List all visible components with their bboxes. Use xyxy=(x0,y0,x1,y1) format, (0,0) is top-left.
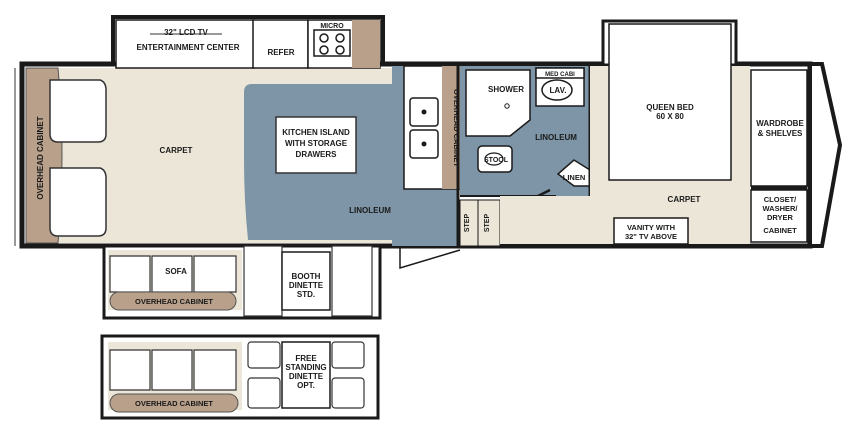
carpet-bedroom-label: CARPET xyxy=(668,195,701,204)
step-label-1: STEP xyxy=(464,214,471,233)
booth-dinette-line-2: DINETTE xyxy=(289,281,324,290)
linoleum-kitchen-label: LINOLEUM xyxy=(349,206,391,215)
carpet-living-label: CARPET xyxy=(160,146,193,155)
free-dinette-line-3: DINETTE xyxy=(289,372,324,381)
alternate-slide xyxy=(100,334,380,420)
shower-label: SHOWER xyxy=(488,85,524,94)
entertainment-center-label: ENTERTAINMENT CENTER xyxy=(137,43,240,52)
overhead-cabinet-center-label: OVERHEAD CABINET xyxy=(452,89,461,167)
queen-bed-line-1: QUEEN BED xyxy=(646,103,694,112)
kitchen-island-line-1: KITCHEN ISLAND xyxy=(282,128,350,137)
overhead-cabinet-sofa-label: OVERHEAD CABINET xyxy=(135,297,213,306)
recliners xyxy=(49,79,107,237)
steps xyxy=(459,199,501,247)
free-dinette-line-1: FREE xyxy=(295,354,317,363)
entertainment-center xyxy=(115,19,381,69)
booth-dinette-line-3: STD. xyxy=(297,290,315,299)
vanity xyxy=(613,217,689,245)
kitchen-island-line-2: WITH STORAGE xyxy=(285,139,348,148)
stool-label: STOOL xyxy=(484,157,509,164)
sofa-label: SOFA xyxy=(165,267,187,276)
wardrobe-line-2: & SHELVES xyxy=(758,129,803,138)
overhead-cabinet-rear-label: OVERHEAD CABINET xyxy=(36,116,45,199)
lcd-tv-label: 32" LCD TV xyxy=(164,28,208,37)
wardrobe-line-1: WARDROBE xyxy=(756,119,804,128)
closet-line-4: CABINET xyxy=(763,226,797,235)
step-label-2: STEP xyxy=(484,214,491,233)
closet-line-3: DRYER xyxy=(767,213,794,222)
med-cabinet-label: MED CABI xyxy=(545,72,575,78)
micro-label: MICRO xyxy=(320,23,344,30)
free-dinette-line-2: STANDING xyxy=(285,363,326,372)
lav-label: LAV. xyxy=(550,86,567,95)
linoleum-bath-label: LINOLEUM xyxy=(535,133,577,142)
refer-label: REFER xyxy=(267,48,294,57)
kitchen-island xyxy=(275,116,357,174)
linen-label: LINEN xyxy=(563,173,586,182)
wardrobe xyxy=(750,69,808,187)
queen-bed-line-2: 60 X 80 xyxy=(656,112,684,121)
kitchen-island-line-3: DRAWERS xyxy=(296,150,338,159)
booth-dinette-line-1: BOOTH xyxy=(292,272,321,281)
vanity-line-1: VANITY WITH xyxy=(627,223,675,232)
free-dinette-line-4: OPT. xyxy=(297,381,315,390)
overhead-cabinet-alt-label: OVERHEAD CABINET xyxy=(135,399,213,408)
closet xyxy=(750,189,808,243)
shower xyxy=(465,69,531,137)
closet-line-1: CLOSET/ xyxy=(764,195,797,204)
queen-bed xyxy=(608,23,732,181)
sofa-slide xyxy=(102,244,382,320)
closet-line-2: WASHER/ xyxy=(762,204,798,213)
vanity-line-2: 32" TV ABOVE xyxy=(625,232,677,241)
